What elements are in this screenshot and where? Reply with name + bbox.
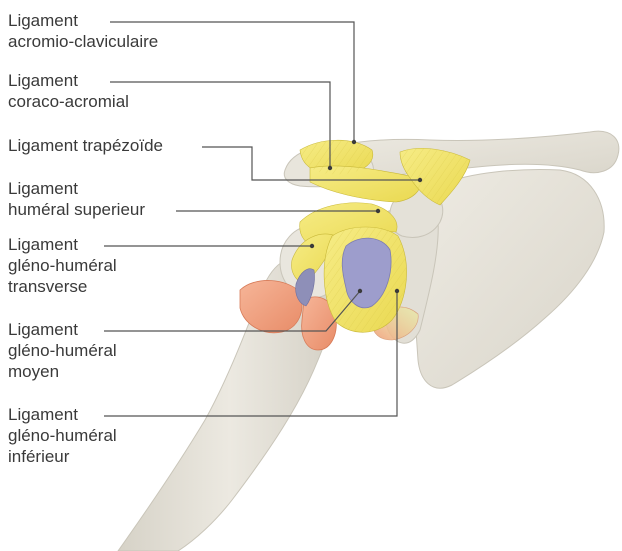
label-line: Ligament — [8, 234, 117, 255]
label-line: Ligament — [8, 319, 117, 340]
label-line: huméral superieur — [8, 199, 145, 220]
label-line: Ligament — [8, 70, 129, 91]
label-line: transverse — [8, 276, 117, 297]
label-line: Ligament — [8, 404, 117, 425]
label-line: gléno-huméral — [8, 425, 117, 446]
label-gleno-humeral-moyen: Ligament gléno-huméral moyen — [8, 319, 117, 382]
label-line: gléno-huméral — [8, 255, 117, 276]
label-line: inférieur — [8, 446, 117, 467]
label-coraco-acromial: Ligament coraco-acromial — [8, 70, 129, 112]
label-gleno-humeral-inferieur: Ligament gléno-huméral inférieur — [8, 404, 117, 467]
label-line: coraco-acromial — [8, 91, 129, 112]
label-acromio-claviculaire: Ligament acromio-claviculaire — [8, 10, 158, 52]
label-line: acromio-claviculaire — [8, 31, 158, 52]
label-line: Ligament — [8, 10, 158, 31]
label-line: moyen — [8, 361, 117, 382]
label-line: gléno-huméral — [8, 340, 117, 361]
label-trapezoide: Ligament trapézoïde — [8, 135, 163, 156]
label-line: Ligament — [8, 178, 145, 199]
label-humeral-superieur: Ligament huméral superieur — [8, 178, 145, 220]
label-line: Ligament trapézoïde — [8, 135, 163, 156]
label-gleno-humeral-transverse: Ligament gléno-huméral transverse — [8, 234, 117, 297]
